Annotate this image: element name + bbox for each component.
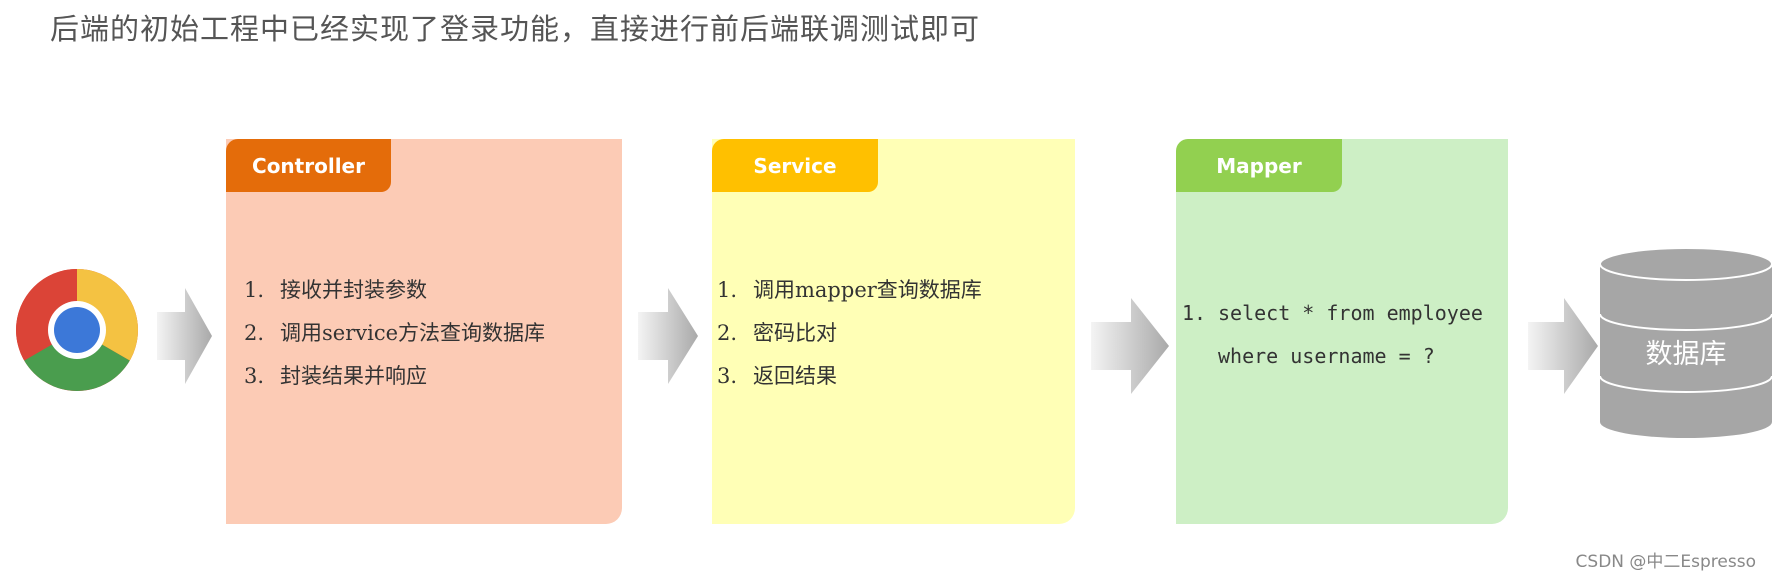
mapper-card-background	[1176, 139, 1508, 524]
service-card: Service 1.调用mapper查询数据库 2.密码比对 3.返回结果	[712, 139, 1075, 524]
list-item: where username = ?	[1218, 344, 1435, 368]
service-card-background	[712, 139, 1075, 524]
right-arrow-icon	[157, 288, 212, 384]
list-item: 2.密码比对	[717, 321, 837, 345]
right-arrow-icon	[1528, 298, 1598, 394]
list-item: 1.select * from employee	[1182, 301, 1483, 325]
mapper-card: Mapper 1.select * from employee where us…	[1176, 139, 1508, 524]
database-cylinder-icon	[1599, 247, 1773, 438]
right-arrow-icon	[1091, 298, 1169, 394]
mapper-tab: Mapper	[1176, 139, 1342, 192]
service-steps: 1.调用mapper查询数据库 2.密码比对 3.返回结果	[717, 269, 982, 398]
controller-tab: Controller	[226, 139, 391, 192]
list-item: 3.封装结果并响应	[244, 364, 427, 388]
list-item: 1.接收并封装参数	[244, 278, 427, 302]
mapper-steps: 1.select * from employee where username …	[1182, 292, 1483, 378]
page-heading: 后端的初始工程中已经实现了登录功能，直接进行前后端联调测试即可	[50, 12, 981, 46]
controller-steps: 1.接收并封装参数 2.调用service方法查询数据库 3.封装结果并响应	[244, 269, 545, 398]
list-item: 2.调用service方法查询数据库	[244, 321, 546, 345]
database-label: 数据库	[1645, 339, 1727, 370]
controller-card: Controller 1.接收并封装参数 2.调用service方法查询数据库 …	[226, 139, 622, 524]
service-tab: Service	[712, 139, 878, 192]
right-arrow-icon	[638, 288, 698, 384]
chrome-browser-icon	[16, 269, 138, 391]
controller-card-background	[226, 139, 622, 524]
list-item: 1.调用mapper查询数据库	[717, 278, 982, 302]
list-item: 3.返回结果	[717, 364, 837, 388]
watermark: CSDN @中二Espresso	[1575, 552, 1756, 572]
